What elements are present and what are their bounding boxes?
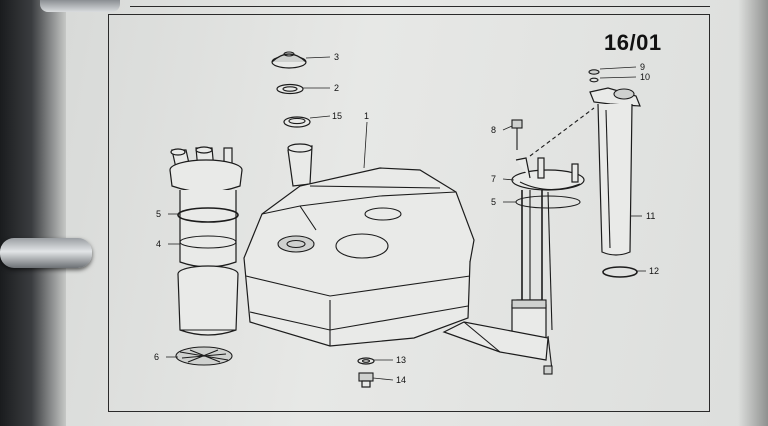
binder-ring	[0, 238, 92, 268]
charcoal-canister	[169, 146, 243, 336]
canister-strainer	[175, 346, 233, 366]
callout-14: 14	[396, 375, 406, 385]
callout-5-pump: 5	[491, 197, 496, 207]
fuel-level-sender	[588, 66, 642, 256]
callout-7: 7	[491, 174, 496, 184]
page-code: 16/01	[604, 30, 662, 55]
sender-ring	[602, 266, 646, 278]
cap-gasket	[276, 83, 330, 95]
callout-5-canister: 5	[156, 209, 161, 219]
fuel-cap	[271, 51, 331, 69]
callout-1: 1	[364, 111, 369, 121]
fuel-pump-assembly	[442, 107, 595, 375]
drain-washer	[357, 357, 393, 365]
drain-plug	[358, 372, 394, 388]
callout-13: 13	[396, 355, 406, 365]
callout-4: 4	[156, 239, 161, 249]
page-shadow	[738, 0, 768, 426]
callout-12: 12	[649, 266, 659, 276]
filler-ring	[283, 115, 331, 128]
callout-8: 8	[491, 125, 496, 135]
callout-15: 15	[332, 111, 342, 121]
callout-6: 6	[154, 352, 159, 362]
callout-10: 10	[640, 72, 650, 82]
diagram-frame	[108, 14, 710, 412]
binder-ring-top	[40, 0, 120, 12]
callout-9: 9	[640, 62, 645, 72]
callout-11: 11	[646, 211, 655, 221]
header-rule	[130, 0, 710, 7]
binder-spine	[0, 0, 70, 426]
fuel-tank	[243, 121, 475, 347]
callout-3: 3	[334, 52, 339, 62]
callout-2: 2	[334, 83, 339, 93]
